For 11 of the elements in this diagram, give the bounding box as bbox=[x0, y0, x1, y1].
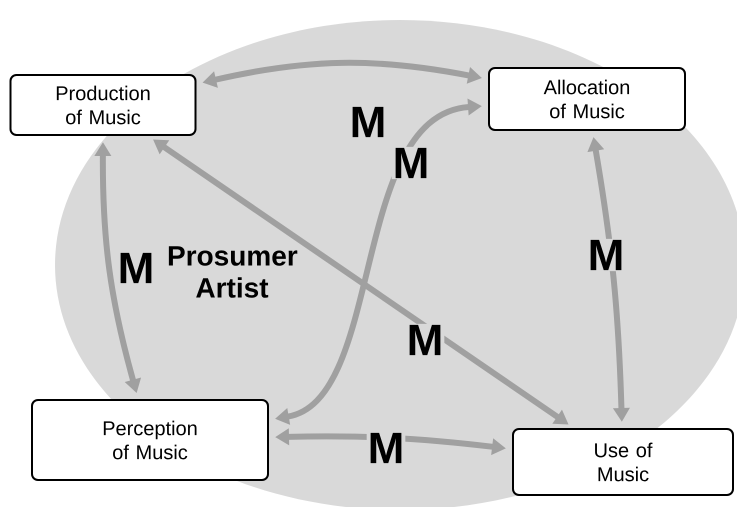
process-box: Use of Music bbox=[512, 428, 734, 496]
process-box: Perception of Music bbox=[31, 399, 269, 481]
process-box: Allocation of Music bbox=[488, 67, 686, 131]
edge-label: M bbox=[366, 432, 406, 464]
center-label: Prosumer Artist bbox=[168, 246, 298, 298]
process-box: Production of Music bbox=[10, 74, 196, 136]
edge-label: M bbox=[392, 146, 430, 180]
edge-label: M bbox=[116, 252, 156, 284]
edge-label: M bbox=[586, 238, 626, 272]
edge-label: M bbox=[406, 324, 444, 356]
edge-label: M bbox=[348, 106, 388, 138]
